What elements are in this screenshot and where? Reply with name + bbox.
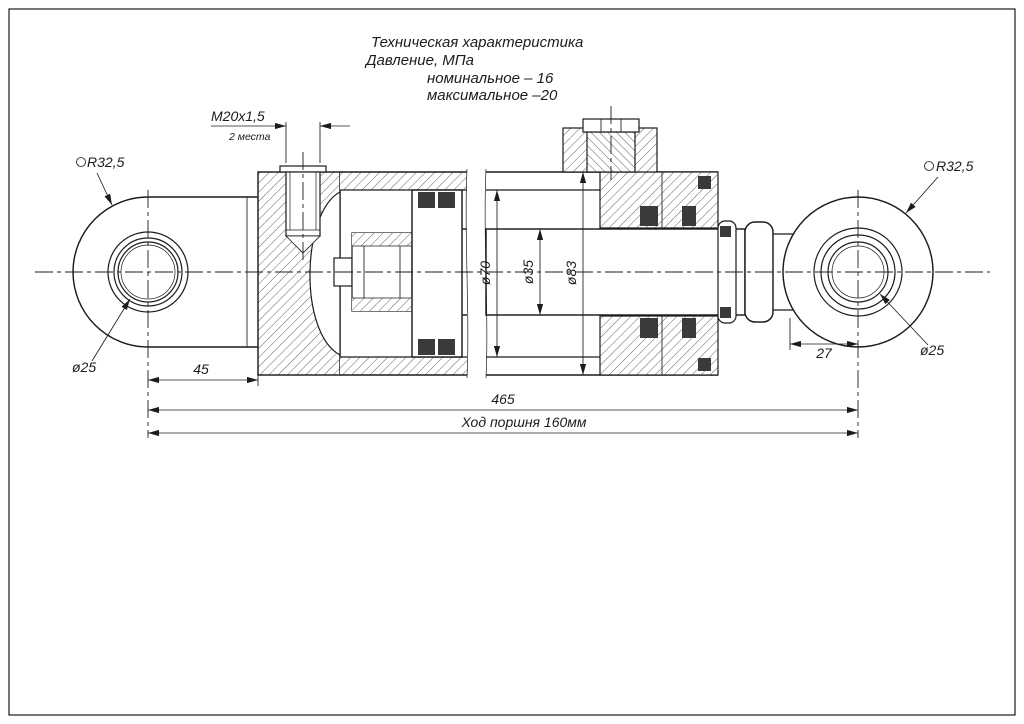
piston-seal [438,192,455,208]
wiper-seal [720,226,731,237]
front-gland [599,171,737,376]
pressure-label: Давление, МПа [364,52,474,69]
label-radius-right: R32,5 [936,158,974,174]
sheet-border [8,8,1016,716]
leader-dot [76,157,86,167]
leader-dot [924,161,934,171]
label-piston-stroke: Ход поршня 160мм [461,414,587,430]
label-hole-dia-left: ø25 [72,359,96,375]
wiper-seal [720,307,731,318]
label-dim-27: 27 [815,345,833,361]
static-seal [698,176,711,189]
static-seal [698,358,711,371]
label-bore-dia: ø70 [477,261,493,285]
piston [411,189,463,358]
pressure-nominal: номинальное – 16 [427,70,554,87]
centerlines [35,106,990,438]
tube-top-wall-left [340,172,467,190]
rod-seal [682,318,696,338]
label-dim-465: 465 [491,391,515,407]
label-dim-45: 45 [193,361,209,377]
label-hole-dia-right: ø25 [920,342,944,358]
rear-head [257,165,341,376]
label-thread-places: 2 места [228,131,271,143]
tech-spec-title: Техническая характеристика [371,34,583,51]
leader-line [905,176,939,214]
tech-spec-block: Техническая характеристика Давление, МПа… [364,34,583,104]
break-line-right [484,168,488,379]
label-radius-left: R32,5 [87,154,125,170]
label-tube-dia: ø83 [563,261,579,285]
rod-seal [640,318,658,338]
rod-seal [682,206,696,226]
tube-bottom-wall-left [340,357,467,375]
pressure-maximal: максимальное –20 [427,87,558,104]
leader-line [96,172,113,206]
dimensions: М20х1,5 2 места R32,5 ø25 45 ø70 ø35 ø83… [72,108,974,437]
break-lines [465,168,488,379]
piston-body [411,189,463,358]
top-port-boss [562,118,658,173]
leader-line [91,298,131,362]
piston-seal [418,192,435,208]
rod-seal [640,206,658,226]
leader-line [879,293,929,346]
label-thread-size: М20х1,5 [211,108,265,124]
nut-hatch-bottom [352,298,412,311]
nut-hatch-top [352,233,412,246]
piston-seal [418,339,435,355]
piston-seal [438,339,455,355]
break-line-left [465,168,469,379]
